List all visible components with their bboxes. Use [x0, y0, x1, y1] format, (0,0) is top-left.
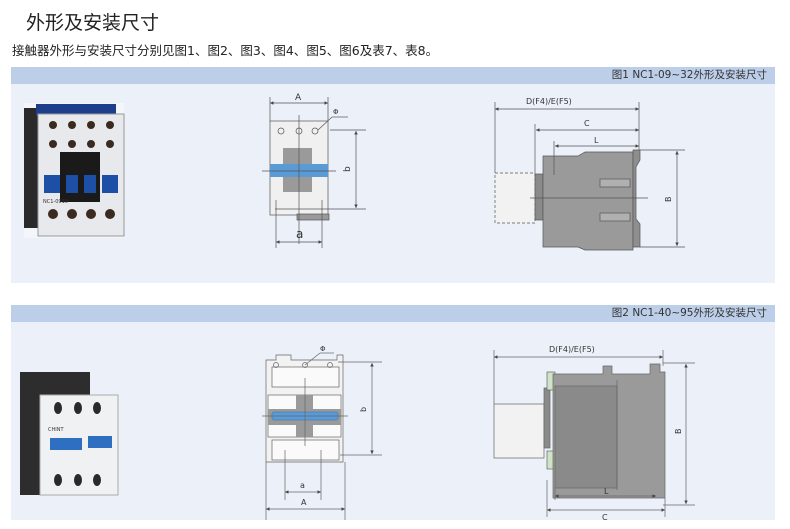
- dim-L-2: L: [604, 487, 609, 496]
- dim-B-2: B: [674, 429, 683, 435]
- figure-1-caption: 图1 NC1-09~32外形及安装尺寸: [11, 67, 775, 84]
- product-photo-1: NC1-0910: [24, 103, 125, 238]
- figure-2-caption: 图2 NC1-40~95外形及安装尺寸: [11, 305, 775, 322]
- dim-phi-2: Φ: [320, 345, 326, 353]
- dim-b-1: b: [343, 166, 353, 172]
- intro-text: 接触器外形与安装尺寸分别见图1、图2、图3、图4、图5、图6及表7、表8。: [12, 43, 439, 58]
- side-view-2: [493, 350, 695, 517]
- dim-D-1: D(F4)/E(F5): [526, 97, 572, 106]
- dim-a-2: a: [300, 481, 305, 490]
- dim-phi-1: Φ: [333, 108, 339, 116]
- dim-L-1: L: [594, 136, 599, 145]
- photo-2-label: CHINT: [48, 427, 64, 433]
- dim-C-1: C: [584, 119, 590, 128]
- side-view-1: [494, 102, 685, 251]
- product-photo-2: CHINT: [20, 372, 119, 496]
- dim-C-2: C: [602, 513, 608, 522]
- dim-a-1: a: [296, 227, 303, 241]
- dim-B-1: B: [664, 197, 673, 203]
- front-view-1: [262, 97, 366, 248]
- page-title: 外形及安装尺寸: [26, 12, 160, 34]
- dim-b-2: b: [359, 407, 368, 412]
- dim-A-2: A: [301, 498, 307, 507]
- dim-D-2: D(F4)/E(F5): [549, 345, 595, 354]
- photo-1-label: NC1-0910: [43, 199, 68, 205]
- dim-A-1: A: [295, 93, 302, 103]
- front-view-2: [262, 352, 382, 520]
